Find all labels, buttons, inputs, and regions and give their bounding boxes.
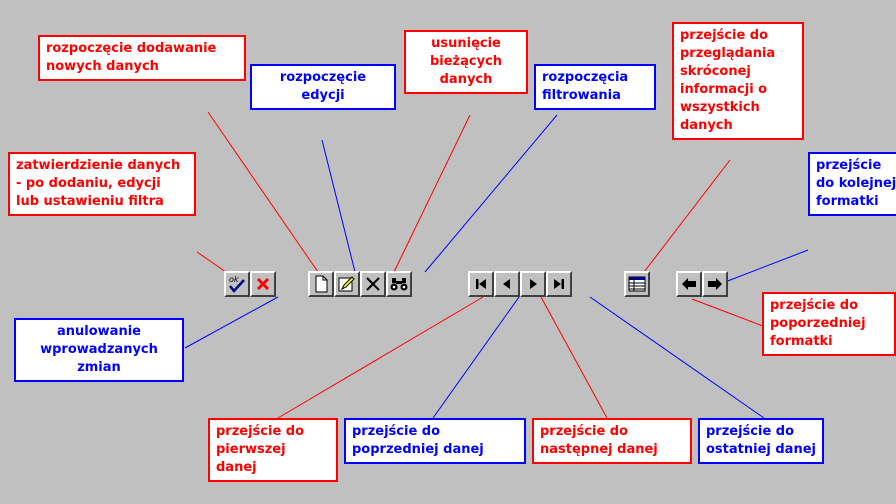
svg-text:ok: ok xyxy=(229,275,239,284)
arrow-right-icon xyxy=(708,278,722,290)
previous-record-icon xyxy=(503,279,510,289)
line-summary xyxy=(643,159,731,273)
line-next-form xyxy=(724,249,809,283)
line-next xyxy=(540,296,608,419)
ok-button[interactable]: ok xyxy=(224,271,250,297)
callout-prev-form: przejście do poporzedniej formatki xyxy=(762,292,896,356)
line-filter xyxy=(424,114,558,273)
previous-record-button[interactable] xyxy=(494,271,520,297)
line-last xyxy=(589,296,765,419)
callout-add-new: rozpoczęcie dodawanie nowych danych xyxy=(38,35,246,81)
callout-last-record: przejście do ostatniej danej xyxy=(698,418,824,464)
new-button[interactable] xyxy=(308,271,334,297)
callout-cancel: anulowanie wprowadzanych zmian xyxy=(14,318,184,382)
callout-next-record: przejście do następnej danej xyxy=(532,418,692,464)
line-cancel xyxy=(184,296,279,349)
first-record-icon xyxy=(476,279,486,289)
callout-prev-record: przejście do poprzedniej danej xyxy=(344,418,526,464)
cancel-x-icon xyxy=(256,277,270,291)
line-add xyxy=(207,111,319,273)
filter-button[interactable] xyxy=(386,271,412,297)
delete-button[interactable] xyxy=(360,271,386,297)
next-form-button[interactable] xyxy=(702,271,728,297)
next-record-button[interactable] xyxy=(520,271,546,297)
binoculars-icon xyxy=(390,278,408,291)
last-record-button[interactable] xyxy=(546,271,572,297)
line-prev-form xyxy=(691,298,764,327)
last-record-icon xyxy=(554,279,564,289)
arrow-left-icon xyxy=(682,278,696,290)
previous-form-button[interactable] xyxy=(676,271,702,297)
line-first xyxy=(277,296,484,419)
callout-delete-current: usunięcie bieżących danych xyxy=(404,30,528,94)
delete-x-icon xyxy=(366,277,380,291)
next-record-icon xyxy=(530,279,537,289)
summary-view-button[interactable] xyxy=(624,271,650,297)
table-icon xyxy=(628,276,646,292)
cancel-button[interactable] xyxy=(250,271,276,297)
line-prev xyxy=(432,296,520,419)
line-edit xyxy=(321,139,356,273)
new-document-icon xyxy=(315,275,328,293)
line-confirm xyxy=(196,251,227,273)
callout-summary-view: przejście do przeglądania skróconej info… xyxy=(672,22,804,140)
line-delete xyxy=(393,114,471,273)
callout-start-edit: rozpoczęcie edycji xyxy=(250,64,396,110)
edit-pencil-icon xyxy=(338,276,355,292)
callout-next-form: przejście do kolejnej formatki xyxy=(808,152,896,216)
callout-confirm: zatwierdzienie danych - po dodaniu, edyc… xyxy=(8,152,196,216)
edit-button[interactable] xyxy=(334,271,360,297)
callout-first-record: przejście do pierwszej danej xyxy=(208,418,338,482)
callout-start-filter: rozpoczęcia filtrowania xyxy=(534,64,656,110)
first-record-button[interactable] xyxy=(468,271,494,297)
ok-check-icon: ok xyxy=(229,275,245,293)
